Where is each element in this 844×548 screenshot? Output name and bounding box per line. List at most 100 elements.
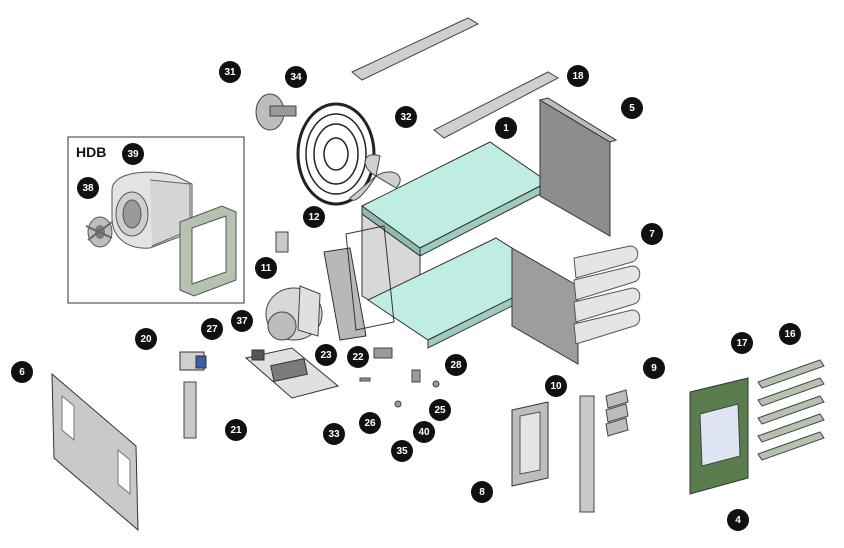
callout-number: 11 <box>261 263 272 274</box>
callout-number: 28 <box>450 360 462 371</box>
callout-number: 38 <box>82 183 94 194</box>
callout-circle <box>315 344 337 366</box>
support-rails <box>351 17 560 139</box>
callout-circle <box>413 421 435 443</box>
callout-10: 10 <box>545 375 567 397</box>
callout-circle <box>225 419 247 441</box>
callout-circle <box>621 97 643 119</box>
callout-number: 6 <box>19 367 25 378</box>
heat-exchanger <box>511 245 641 365</box>
callout-circle <box>727 509 749 531</box>
callout-circle <box>303 206 325 228</box>
callout-circle <box>323 423 345 445</box>
blower-housing <box>111 171 193 249</box>
callout-circle <box>731 332 753 354</box>
callout-12: 12 <box>303 206 325 228</box>
callout-7: 7 <box>641 223 663 245</box>
callout-number: 39 <box>127 149 139 160</box>
callout-8: 8 <box>471 481 493 503</box>
callout-circle <box>347 346 369 368</box>
callout-circle <box>779 323 801 345</box>
callout-circle <box>445 354 467 376</box>
fan-blade <box>349 154 401 201</box>
callout-21: 21 <box>225 419 247 441</box>
callout-9: 9 <box>643 357 665 379</box>
callout-number: 34 <box>290 72 302 83</box>
callout-number: 1 <box>503 123 509 134</box>
callout-37: 37 <box>231 310 253 332</box>
callout-circle <box>122 143 144 165</box>
callout-circle <box>255 257 277 279</box>
bracket <box>275 231 289 253</box>
callout-circle <box>429 399 451 421</box>
callout-circle <box>545 375 567 397</box>
callout-31: 31 <box>219 61 241 83</box>
callout-26: 26 <box>359 412 381 434</box>
burner-panel <box>323 225 395 341</box>
callout-35: 35 <box>391 440 413 462</box>
callout-number: 40 <box>418 427 430 438</box>
callout-number: 8 <box>479 487 485 498</box>
callout-16: 16 <box>779 323 801 345</box>
filter-panel <box>689 377 749 495</box>
callout-circle <box>641 223 663 245</box>
callout-number: 5 <box>629 103 635 114</box>
callout-number: 4 <box>735 515 741 526</box>
callout-number: 18 <box>572 71 584 82</box>
callout-11: 11 <box>255 257 277 279</box>
callout-number: 7 <box>649 229 655 240</box>
fan-motor <box>255 93 297 131</box>
callout-circle <box>395 106 417 128</box>
callout-number: 20 <box>140 334 152 345</box>
callout-18: 18 <box>567 65 589 87</box>
callout-circle <box>201 318 223 340</box>
hdb-inset: HDB <box>67 136 245 304</box>
callout-25: 25 <box>429 399 451 421</box>
callout-circle <box>77 177 99 199</box>
callout-circle <box>471 481 493 503</box>
callout-38: 38 <box>77 177 99 199</box>
callout-circle <box>495 117 517 139</box>
callout-circle <box>11 361 33 383</box>
callout-5: 5 <box>621 97 643 119</box>
callout-40: 40 <box>413 421 435 443</box>
callout-circle <box>391 440 413 462</box>
callout-39: 39 <box>122 143 144 165</box>
filter-rails <box>757 359 825 461</box>
callout-circle <box>135 328 157 350</box>
callout-6: 6 <box>11 361 33 383</box>
callout-circle <box>567 65 589 87</box>
callout-circle <box>285 66 307 88</box>
callout-number: 31 <box>224 67 236 78</box>
callout-20: 20 <box>135 328 157 350</box>
cabinet-assembly <box>361 97 618 349</box>
callout-number: 10 <box>550 381 562 392</box>
callout-number: 37 <box>236 316 248 327</box>
callout-33: 33 <box>323 423 345 445</box>
callout-number: 9 <box>651 363 657 374</box>
callout-number: 12 <box>308 212 320 223</box>
front-door <box>51 372 139 532</box>
callout-circle <box>219 61 241 83</box>
inducer <box>265 285 323 341</box>
callout-27: 27 <box>201 318 223 340</box>
callout-4: 4 <box>727 509 749 531</box>
callout-23: 23 <box>315 344 337 366</box>
control-board <box>244 347 340 399</box>
fan-guard <box>296 102 376 206</box>
callout-32: 32 <box>395 106 417 128</box>
callout-number: 33 <box>328 429 340 440</box>
base-bracket <box>511 401 549 487</box>
blower-motor <box>85 216 113 248</box>
callout-34: 34 <box>285 66 307 88</box>
gas-valve <box>179 351 207 371</box>
callout-circle <box>231 310 253 332</box>
inset-label: HDB <box>76 144 106 160</box>
callout-circle <box>643 357 665 379</box>
small-parts <box>359 347 440 408</box>
blower-frame <box>179 205 237 297</box>
callout-22: 22 <box>347 346 369 368</box>
callout-number: 22 <box>352 352 364 363</box>
callout-17: 17 <box>731 332 753 354</box>
